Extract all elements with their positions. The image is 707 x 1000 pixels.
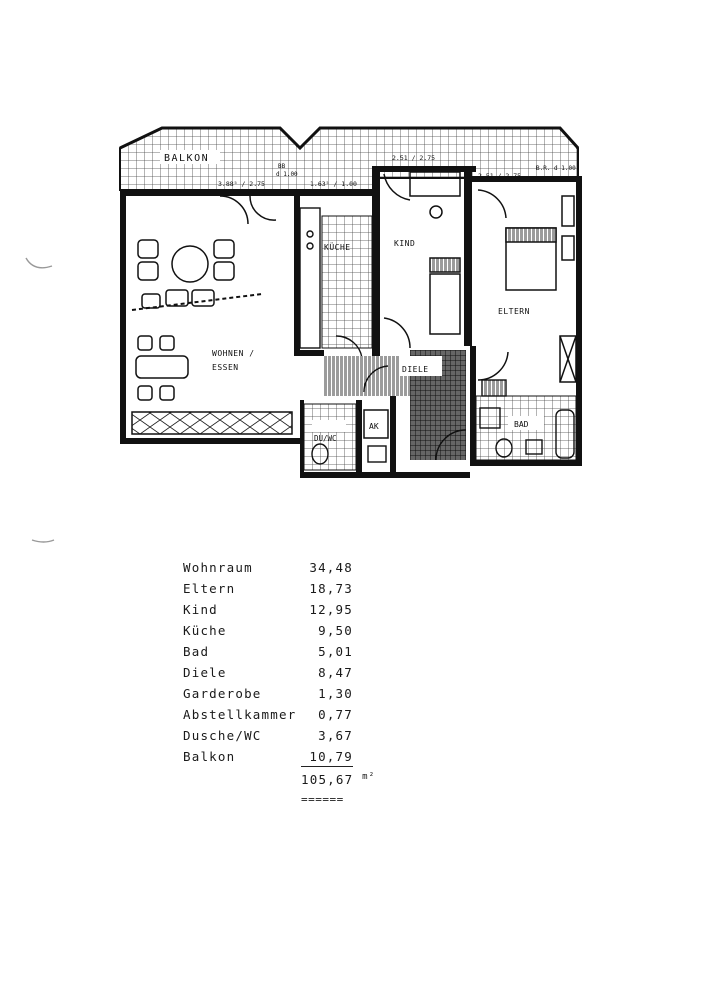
living-furniture	[131, 195, 277, 401]
dim-bb-right: B.R. d 1.00	[536, 165, 576, 172]
dim-mid: 1.63⁵ / 1.00	[310, 180, 357, 188]
dim-right: 2.51 / 2.75	[478, 172, 521, 180]
dim-top: 2.51 / 2.75	[392, 154, 435, 162]
dim-bb-left: BB	[278, 163, 286, 170]
label-balkon: BALKON	[164, 153, 209, 164]
kind-furniture	[383, 171, 461, 349]
label-kueche: KÜCHE	[324, 242, 351, 252]
area-value: 9,50	[318, 623, 353, 638]
area-value: 5,01	[318, 644, 353, 659]
area-value: 34,48	[309, 560, 353, 575]
scan-mark-top	[25, 257, 53, 269]
area-name: Balkon	[183, 749, 236, 764]
area-name: Diele	[183, 665, 227, 680]
area-value: 0,77	[318, 707, 353, 722]
area-value: 18,73	[309, 581, 353, 596]
area-total-unit: m²	[362, 772, 376, 782]
label-kind: KIND	[394, 239, 415, 248]
area-total: 105,67 m²	[301, 772, 375, 787]
label-ak: AK	[369, 422, 379, 431]
area-name: Abstellkammer	[183, 707, 297, 722]
area-name: Dusche/WC	[183, 728, 262, 743]
label-essen: ESSEN	[212, 363, 239, 372]
kitchen-floor	[321, 215, 373, 349]
scan-mark-bottom	[31, 539, 55, 543]
area-name: Garderobe	[183, 686, 262, 701]
exterior-walls	[120, 166, 582, 478]
area-name: Wohnraum	[183, 560, 253, 575]
area-total-value: 105,67	[301, 772, 354, 788]
area-name: Kind	[183, 602, 218, 617]
dim-bb-left2: d 1.00	[276, 171, 298, 178]
ak-box	[363, 409, 389, 439]
kitchen-counter	[299, 207, 363, 359]
area-value: 10,79	[309, 749, 353, 764]
area-name: Küche	[183, 623, 227, 638]
label-wohnen: WOHNEN /	[212, 349, 255, 358]
label-eltern: ELTERN	[498, 307, 530, 316]
label-duwc: DU/WC	[314, 434, 337, 443]
eltern-furniture	[477, 189, 577, 383]
label-bad: BAD	[514, 420, 529, 429]
dim-left: 3.88⁵ / 2.75	[218, 180, 265, 188]
living-window-rail	[131, 411, 293, 435]
balcony	[119, 126, 580, 191]
area-value: 1,30	[318, 686, 353, 701]
double-rule: ======	[301, 793, 344, 806]
area-value: 3,67	[318, 728, 353, 743]
area-value: 8,47	[318, 665, 353, 680]
area-name: Eltern	[183, 581, 236, 596]
label-diele: DIELE	[402, 365, 429, 374]
sum-rule	[301, 766, 353, 767]
area-name: Bad	[183, 644, 210, 659]
area-value: 12,95	[309, 602, 353, 617]
